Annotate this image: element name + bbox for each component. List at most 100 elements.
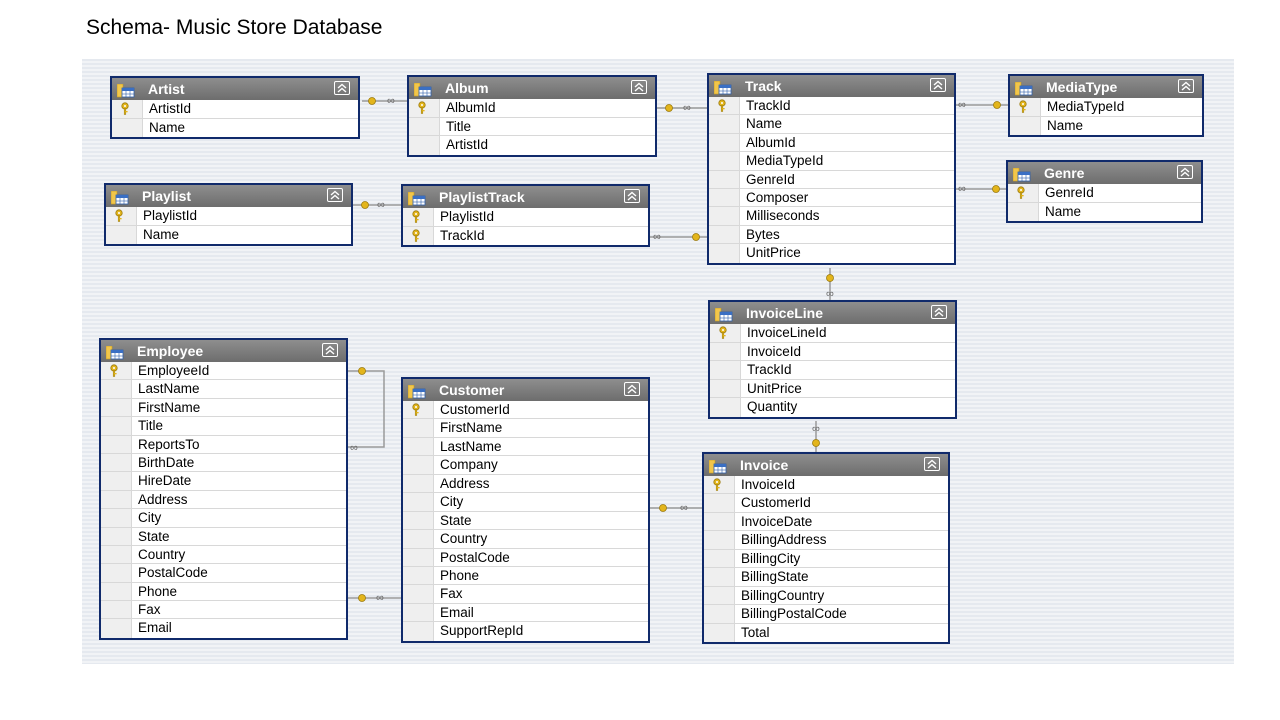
column-row[interactable]: Name	[106, 226, 351, 245]
column-row[interactable]: HireDate	[101, 472, 346, 491]
column-row[interactable]: GenreId	[1008, 184, 1201, 203]
column-row[interactable]: PostalCode	[403, 549, 648, 567]
column-row[interactable]: CustomerId	[403, 401, 648, 420]
table-header[interactable]: Customer	[403, 379, 648, 401]
column-row[interactable]: LastName	[403, 438, 648, 457]
column-row[interactable]: Milliseconds	[709, 207, 954, 226]
collapse-icon[interactable]	[924, 457, 940, 471]
column-row[interactable]: Quantity	[710, 398, 955, 417]
column-row[interactable]: State	[403, 512, 648, 531]
table-header[interactable]: MediaType	[1010, 76, 1202, 98]
column-row[interactable]: Bytes	[709, 226, 954, 245]
column-row[interactable]: Phone	[101, 583, 346, 602]
column-row[interactable]: Email	[403, 604, 648, 623]
column-row[interactable]: Fax	[403, 585, 648, 604]
table-header[interactable]: Invoice	[704, 454, 948, 476]
collapse-icon[interactable]	[624, 382, 640, 396]
column-row[interactable]: Name	[1008, 203, 1201, 222]
column-row[interactable]: Name	[709, 115, 954, 134]
column-row[interactable]: UnitPrice	[709, 244, 954, 262]
column-row[interactable]: BillingCountry	[704, 587, 948, 606]
collapse-icon[interactable]	[1178, 79, 1194, 93]
column-row[interactable]: Email	[101, 619, 346, 637]
table-header[interactable]: Playlist	[106, 185, 351, 207]
collapse-icon[interactable]	[334, 81, 350, 95]
column-row[interactable]: Address	[101, 491, 346, 510]
column-row[interactable]: Country	[403, 530, 648, 549]
column-row[interactable]: Phone	[403, 567, 648, 586]
column-row[interactable]: GenreId	[709, 171, 954, 189]
column-row[interactable]: CustomerId	[704, 494, 948, 513]
column-row[interactable]: Company	[403, 456, 648, 475]
table-header[interactable]: InvoiceLine	[710, 302, 955, 324]
table-header[interactable]: Track	[709, 75, 954, 97]
table-name: Artist	[148, 81, 185, 97]
column-row[interactable]: TrackId	[709, 97, 954, 116]
column-row[interactable]: SupportRepId	[403, 622, 648, 640]
column-row[interactable]: BillingPostalCode	[704, 605, 948, 624]
column-row[interactable]: Fax	[101, 601, 346, 620]
column-row[interactable]: BillingAddress	[704, 531, 948, 550]
collapse-icon[interactable]	[931, 305, 947, 319]
column-row[interactable]: BillingState	[704, 568, 948, 587]
column-row[interactable]: InvoiceId	[710, 343, 955, 361]
column-row[interactable]: FirstName	[101, 399, 346, 418]
column-row[interactable]: InvoiceDate	[704, 513, 948, 532]
column-row[interactable]: PlaylistId	[106, 207, 351, 226]
column-row[interactable]: AlbumId	[709, 134, 954, 153]
collapse-icon[interactable]	[624, 189, 640, 203]
column-row[interactable]: ArtistId	[112, 100, 358, 119]
column-row[interactable]: Name	[1010, 117, 1202, 136]
collapse-icon[interactable]	[322, 343, 338, 357]
table-header[interactable]: Employee	[101, 340, 346, 362]
column-row[interactable]: EmployeeId	[101, 362, 346, 381]
table-header[interactable]: Album	[409, 77, 655, 99]
column-row[interactable]: Address	[403, 475, 648, 494]
column-row[interactable]: BirthDate	[101, 454, 346, 473]
column-row[interactable]: City	[101, 509, 346, 528]
column-row[interactable]: Total	[704, 624, 948, 642]
table-header[interactable]: PlaylistTrack	[403, 186, 648, 208]
column-row[interactable]: PostalCode	[101, 564, 346, 583]
column-row[interactable]: State	[101, 528, 346, 546]
collapse-icon[interactable]	[930, 78, 946, 92]
column-row[interactable]: AlbumId	[409, 99, 655, 118]
column-row[interactable]: Name	[112, 119, 358, 138]
column-row[interactable]: City	[403, 493, 648, 512]
collapse-icon[interactable]	[327, 188, 343, 202]
column-row[interactable]: InvoiceLineId	[710, 324, 955, 343]
column-row[interactable]: MediaTypeId	[709, 152, 954, 171]
column-row[interactable]: BillingCity	[704, 550, 948, 569]
column-row[interactable]: Title	[409, 118, 655, 136]
column-row[interactable]: FirstName	[403, 419, 648, 438]
column-row[interactable]: PlaylistId	[403, 208, 648, 227]
collapse-icon[interactable]	[1177, 165, 1193, 179]
column-row[interactable]: ArtistId	[409, 136, 655, 155]
column-row[interactable]: TrackId	[710, 361, 955, 380]
table-header[interactable]: Genre	[1008, 162, 1201, 184]
column-row[interactable]: Title	[101, 417, 346, 436]
column-row[interactable]: Country	[101, 546, 346, 565]
column-row[interactable]: UnitPrice	[710, 380, 955, 398]
column-row[interactable]: TrackId	[403, 227, 648, 246]
row-gutter	[704, 476, 735, 642]
collapse-icon[interactable]	[631, 80, 647, 94]
table-header[interactable]: Artist	[112, 78, 358, 100]
column-row[interactable]: Composer	[709, 189, 954, 208]
column-row[interactable]: ReportsTo	[101, 436, 346, 454]
column-row[interactable]: InvoiceId	[704, 476, 948, 495]
column-row[interactable]: MediaTypeId	[1010, 98, 1202, 117]
column-row[interactable]: LastName	[101, 380, 346, 399]
